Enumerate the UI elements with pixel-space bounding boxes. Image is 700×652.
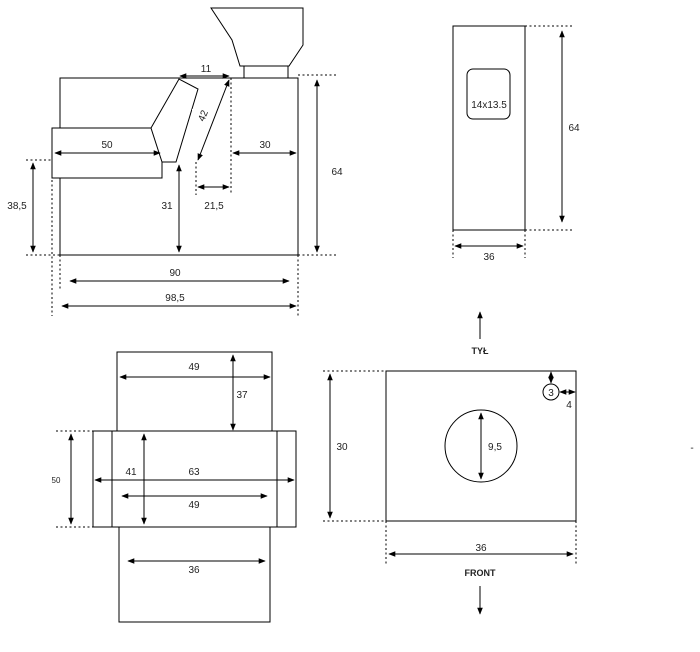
dim-31: 31 [161, 201, 173, 212]
tilted-panel [150, 78, 199, 163]
back-dimension-labels: 14x13.5 64 36 [471, 100, 580, 263]
hopper [210, 7, 304, 67]
dim-36-bottom: 36 [188, 565, 200, 576]
dim-9-5: 9,5 [488, 442, 502, 453]
dim-64-back: 64 [568, 123, 580, 134]
dim-11: 11 [201, 64, 212, 75]
side-dimension-lines [30, 73, 320, 309]
dim-41: 41 [125, 467, 137, 478]
dim-38-5: 38,5 [7, 201, 27, 212]
dim-36-front: 36 [475, 543, 487, 554]
back-direction: TYŁ [472, 311, 490, 356]
dim-64-side: 64 [331, 167, 343, 178]
dim-37: 37 [236, 390, 248, 401]
dim-90: 90 [169, 268, 181, 279]
top-front-block [118, 526, 271, 623]
top-rear-block [116, 351, 273, 433]
front-view [323, 370, 577, 566]
dim-42: 42 [196, 108, 211, 123]
side-dimension-labels: 11 42 50 30 64 38,5 31 21,5 90 98,5 [7, 63, 343, 304]
top-middle-block [92, 430, 297, 528]
top-dimension-labels: 49 37 50 41 63 49 36 [52, 362, 248, 576]
edge-dash: - [690, 443, 693, 454]
back-body [452, 25, 526, 231]
dim-36-back: 36 [483, 252, 495, 263]
dim-4: 4 [566, 400, 572, 411]
front-direction: FRONT [465, 568, 496, 615]
dim-30-side: 30 [259, 140, 271, 151]
top-view [56, 351, 297, 623]
dim-30-front: 30 [336, 442, 348, 453]
label-front: FRONT [465, 568, 496, 578]
front-dimension-labels: 30 9,5 3 4 36 [336, 388, 572, 554]
dim-3: 3 [548, 388, 554, 399]
hopper-neck [243, 65, 289, 79]
dim-63: 63 [188, 467, 200, 478]
dim-98-5: 98,5 [165, 293, 185, 304]
dim-50-side: 50 [101, 140, 113, 151]
dim-49-mid: 49 [188, 500, 200, 511]
dim-14x13-5: 14x13.5 [471, 100, 507, 111]
back-view [452, 25, 574, 258]
side-view [26, 7, 336, 316]
back-window [466, 68, 511, 120]
dim-49-top: 49 [188, 362, 200, 373]
label-back: TYŁ [472, 346, 490, 356]
side-extension-lines [26, 74, 336, 316]
dim-21-5: 21,5 [204, 201, 224, 212]
front-small-hole [542, 383, 560, 401]
dim-50-left: 50 [52, 476, 61, 485]
